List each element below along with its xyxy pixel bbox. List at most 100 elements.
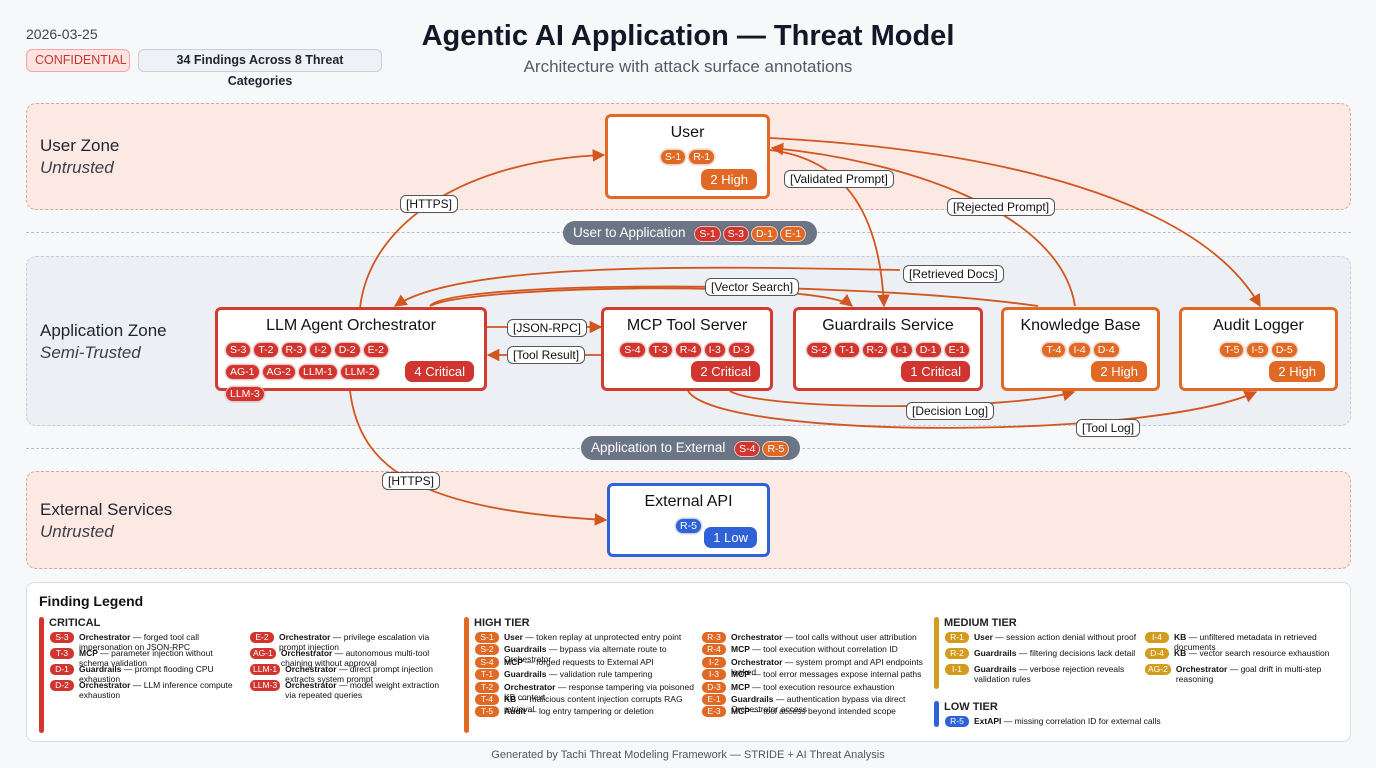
legend-item-text: Orchestrator — tool calls without user a… bbox=[731, 632, 917, 643]
legend-item-text: Audit — log entry tampering or deletion bbox=[504, 706, 654, 717]
legend-item-id: R-3 bbox=[702, 632, 726, 643]
legend-item-component: Orchestrator bbox=[504, 681, 556, 692]
legend-item-description: — missing correlation ID for external ca… bbox=[1001, 716, 1161, 726]
legend-item-description: — tool execution resource exhaustion bbox=[749, 681, 895, 692]
legend-item-description: — authentication bypass via direct Orche… bbox=[731, 694, 906, 714]
threat-chip: S-4 bbox=[619, 342, 646, 358]
threat-chip: R-2 bbox=[861, 342, 889, 358]
legend-item-id: S-1 bbox=[475, 632, 499, 643]
node-external-api[interactable]: External API R-5 1 Low bbox=[607, 483, 770, 557]
legend-item-description: — token replay at unprotected entry poin… bbox=[522, 632, 682, 642]
threat-chip: AG-1 bbox=[225, 364, 260, 380]
legend-item-component: User bbox=[974, 632, 993, 642]
edge-kb-to-orch bbox=[393, 266, 901, 307]
legend-item-component: Orchestrator bbox=[79, 632, 131, 642]
legend-item-description: — LLM inference compute exhaustion bbox=[79, 680, 233, 700]
legend-item-description: — vector search resource exhaustion bbox=[1186, 648, 1330, 658]
legend-item-id: E-1 bbox=[702, 694, 726, 705]
legend-item-id: LLM-1 bbox=[250, 664, 281, 675]
app-zone-name: Application Zone bbox=[40, 321, 167, 340]
threat-chip: R-5 bbox=[762, 441, 790, 457]
legend-item-text: Guardrails — validation rule tampering bbox=[504, 669, 652, 680]
legend-item-component: User bbox=[504, 632, 523, 642]
legend-item-component: MCP bbox=[731, 706, 750, 717]
legend-item-id: D-4 bbox=[1145, 648, 1169, 659]
legend-item-component: Orchestrator bbox=[731, 656, 783, 667]
threat-chip: S-2 bbox=[806, 342, 833, 358]
threat-chip: D-3 bbox=[727, 342, 755, 358]
page-subtitle: Architecture with attack surface annotat… bbox=[523, 57, 853, 76]
legend-item: D-4 KB — vector search resource exhaustio… bbox=[1145, 648, 1345, 659]
legend-item-description: — bypass via alternate route to Orchestr… bbox=[504, 644, 667, 665]
medium-tier-bar bbox=[934, 617, 939, 689]
legend-item-id: S-2 bbox=[475, 644, 499, 656]
node-mcp-title: MCP Tool Server bbox=[626, 317, 748, 334]
threat-chip: T-2 bbox=[253, 342, 279, 358]
legend-item-component: Guardrails bbox=[504, 644, 547, 655]
legend-item-component: Orchestrator bbox=[79, 680, 131, 690]
legend-item-text: KB — vector search resource exhaustion bbox=[1174, 648, 1329, 659]
legend-item-text: Guardrails — filtering decisions lack de… bbox=[974, 648, 1135, 659]
edge-label-tool-result: [Tool Result] bbox=[507, 346, 586, 364]
threat-chip: D-1 bbox=[751, 226, 778, 242]
legend-item-text: MCP — tool error messages expose interna… bbox=[731, 669, 921, 680]
legend-item-description: — tool access beyond intended scope bbox=[749, 706, 896, 717]
legend-item-text: MCP — tool execution resource exhaustion bbox=[731, 682, 894, 693]
high-tier-bar bbox=[464, 617, 469, 733]
legend-item-text: Orchestrator — forged tool call imperson… bbox=[79, 632, 240, 652]
confidential-badge: CONFIDENTIAL bbox=[26, 49, 130, 72]
threat-chip: I-2 bbox=[309, 342, 332, 358]
legend-item-component: KB bbox=[504, 694, 517, 704]
threat-chip: D-1 bbox=[914, 342, 942, 358]
threat-chip: LLM-2 bbox=[339, 364, 380, 380]
legend-item-id: T-5 bbox=[475, 706, 499, 718]
threat-chip: E-2 bbox=[362, 342, 389, 358]
threat-chip: AG-2 bbox=[261, 364, 297, 380]
edge-user-to-guardrails bbox=[769, 149, 890, 308]
boundary-app-ext-label: Application to External bbox=[591, 440, 726, 455]
legend-item: I-3 MCP — tool error messages expose inte… bbox=[702, 669, 927, 681]
threat-chip: E-1 bbox=[943, 342, 970, 358]
legend-item-component: Guardrails bbox=[79, 664, 122, 674]
legend-item-description: — privilege escalation via prompt inject… bbox=[279, 632, 430, 652]
legend-item-text: Orchestrator — system prompt and API end… bbox=[731, 657, 927, 677]
legend-item-component: Orchestrator bbox=[280, 648, 333, 658]
legend-item-component: ExtAPI bbox=[974, 716, 1002, 726]
node-extapi-severity: 1 Low bbox=[704, 527, 757, 548]
legend-item-component: MCP bbox=[731, 669, 750, 680]
legend-item-component: MCP bbox=[731, 644, 750, 655]
node-user-title: User bbox=[670, 124, 705, 141]
node-kb-title: Knowledge Base bbox=[1020, 317, 1141, 334]
ext-zone-name: External Services bbox=[40, 500, 173, 519]
legend-title: Finding Legend bbox=[39, 593, 144, 609]
legend-item-id: I-3 bbox=[702, 669, 726, 681]
threat-chip: S-4 bbox=[734, 441, 761, 457]
legend-item-description: — forged tool call impersonation on JSON… bbox=[79, 632, 200, 652]
legend-item-component: Orchestrator bbox=[279, 632, 331, 642]
legend-item-description: — system prompt and API endpoints leaked bbox=[731, 656, 923, 677]
legend-item-text: Guardrails — authentication bypass via d… bbox=[731, 694, 927, 714]
edge-label-retrieved-docs: [Retrieved Docs] bbox=[903, 265, 1004, 283]
threat-chip: R-3 bbox=[280, 342, 308, 358]
legend-item-description: — tool execution without correlation ID bbox=[749, 644, 898, 655]
threat-chip: S-3 bbox=[722, 226, 750, 242]
threat-chip: I-5 bbox=[1246, 342, 1269, 358]
legend-item-description: — model weight extraction via repeated q… bbox=[285, 680, 440, 700]
